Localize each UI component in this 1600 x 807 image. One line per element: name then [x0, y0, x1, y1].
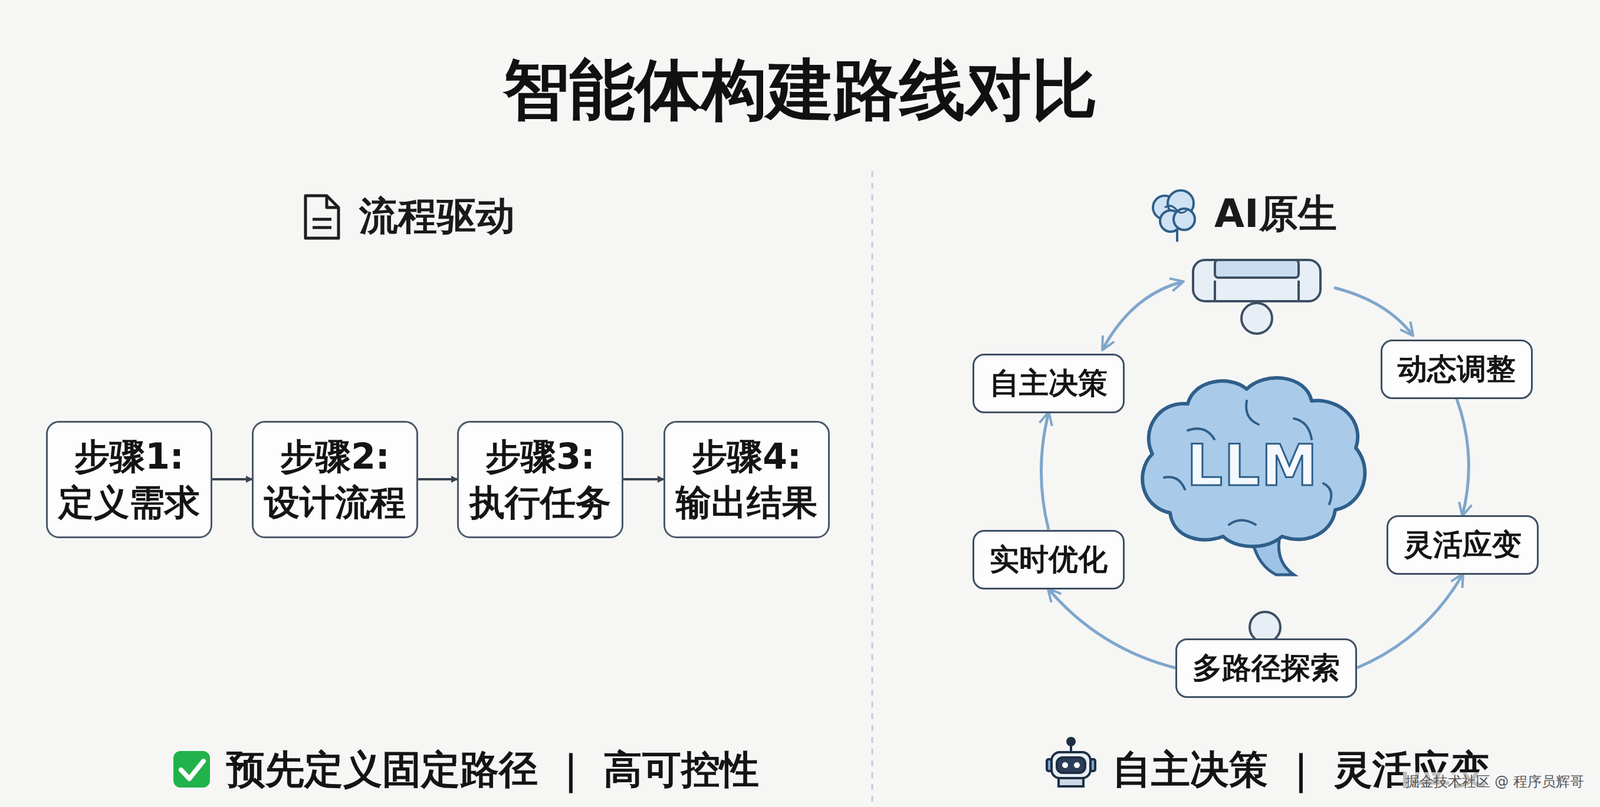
- robot-icon: [1046, 738, 1096, 787]
- section-heading: AI原生: [1214, 187, 1337, 241]
- watermark: 掘金技术社区 @ 程序员辉哥: [1403, 772, 1587, 792]
- process-box: 步骤2: 设计流程: [251, 421, 419, 539]
- title: 智能体构建路线对比: [0, 46, 1600, 136]
- feature-box: 自主决策: [972, 353, 1125, 414]
- process-box: 步骤4: 输出结果: [663, 421, 830, 539]
- summary-text: 预先定义固定路径 ｜ 高可控性: [226, 743, 760, 797]
- connector-arrow: [1048, 589, 1176, 669]
- connector-arrow: [212, 478, 252, 481]
- section-heading: 流程驱动: [359, 189, 515, 243]
- node-text: 实时优化: [989, 540, 1108, 580]
- document-icon: [305, 195, 339, 239]
- device-icon: [1193, 260, 1321, 334]
- connector-arrow: [418, 478, 458, 481]
- node-text: 步骤3: 执行任务: [468, 433, 613, 526]
- feature-box: 灵活应变: [1386, 515, 1539, 576]
- feature-box: 实时优化: [972, 530, 1125, 590]
- node-text: 步骤1: 定义需求: [57, 433, 202, 526]
- process-box: 步骤3: 执行任务: [457, 421, 624, 539]
- cycle-arrow: [1102, 281, 1183, 350]
- node-text: 动态调整: [1397, 349, 1516, 390]
- node-text: 自主决策: [989, 363, 1108, 404]
- node-text: LLM: [1186, 432, 1319, 499]
- connector-arrow: [1041, 413, 1050, 531]
- feature-box: 动态调整: [1380, 339, 1533, 400]
- process-box: 步骤1: 定义需求: [46, 421, 213, 539]
- connector-arrow: [1357, 575, 1463, 669]
- llm-brain: LLM: [1128, 365, 1377, 578]
- node-text: 多路径探索: [1192, 648, 1340, 689]
- check-icon: [173, 751, 210, 788]
- divider-line: [871, 171, 874, 807]
- feature-box: 多路径探索: [1175, 638, 1358, 699]
- cycle-arrow: [1334, 287, 1413, 335]
- node-text: 灵活应变: [1403, 525, 1522, 565]
- node-text: 步骤4: 输出结果: [674, 433, 819, 526]
- brain-icon: [1152, 190, 1195, 242]
- connector-arrow: [623, 478, 664, 481]
- node-text: 步骤2: 设计流程: [263, 433, 407, 526]
- connector-arrow: [1456, 399, 1469, 516]
